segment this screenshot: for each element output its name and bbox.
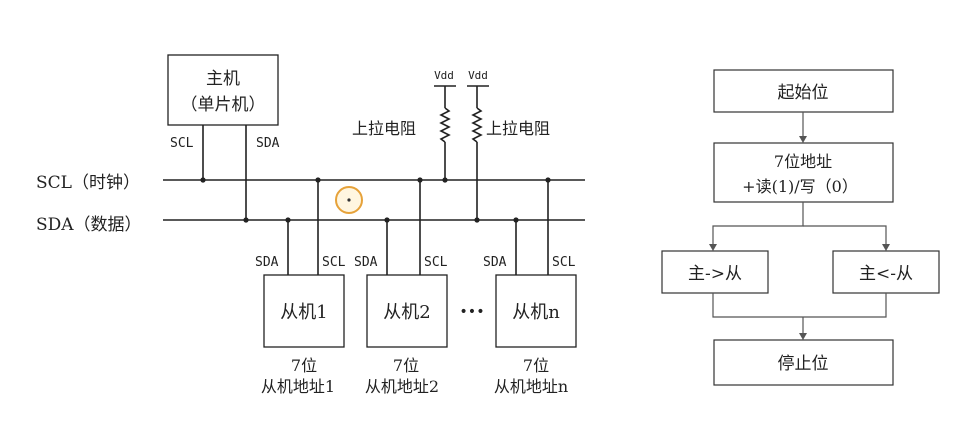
flow-start-label: 起始位	[778, 83, 829, 103]
slave-name: 从机1	[280, 302, 327, 323]
slave-addr-name: 从机地址1	[261, 377, 335, 396]
slave-box	[263, 274, 345, 348]
cursor-dot	[347, 198, 351, 202]
resistor-icon	[439, 107, 451, 143]
sda-bus-label: SDA（数据）	[36, 215, 142, 235]
pullup-2: Vdd 上拉电阻	[467, 69, 550, 223]
master-scl-pin: SCL	[170, 136, 194, 151]
ellipsis: •••	[459, 304, 484, 320]
flow-arrow-left	[712, 202, 804, 246]
junction-dot	[442, 177, 448, 183]
flow-master-to-slave-box	[661, 250, 769, 294]
pullup-label: 上拉电阻	[352, 119, 416, 138]
master-title: 主机	[206, 69, 240, 89]
junction-dot	[200, 177, 206, 183]
slave-scl-pin: SCL	[424, 255, 448, 270]
slave-scl-pin: SCL	[552, 255, 576, 270]
vdd-label: Vdd	[468, 69, 488, 82]
junction-dot	[285, 217, 291, 223]
flow-address-line1: 7位地址	[774, 152, 832, 171]
slave-sda-pin: SDA	[354, 255, 378, 270]
junction-dot	[545, 177, 551, 183]
slave-name: 从机n	[512, 302, 560, 323]
scl-bus-label: SCL（时钟）	[36, 173, 140, 193]
master-box	[167, 54, 279, 126]
slave-addr-name: 从机地址n	[494, 377, 568, 396]
flow-address-line2: +读(1)/写（0）	[742, 177, 858, 196]
flow-master-to-slave-label: 主->从	[688, 264, 742, 284]
flow-slave-to-master-label: 主<-从	[859, 264, 913, 284]
slave-addr-name: 从机地址2	[365, 377, 439, 396]
slave-sda-pin: SDA	[255, 255, 279, 270]
flow-arrow-right	[803, 225, 887, 246]
slave-box	[495, 274, 577, 348]
slave-addr-bits: 7位	[523, 356, 549, 375]
flow-start-box	[713, 69, 894, 113]
slave-box	[366, 274, 448, 348]
slave-n: SDA SCL 从机n 7位 从机地址n	[483, 177, 577, 396]
flow-merge-line	[712, 293, 887, 318]
junction-dot	[315, 177, 321, 183]
flow-slave-to-master-box	[832, 250, 940, 294]
pullup-label: 上拉电阻	[486, 119, 550, 138]
pullup-1: Vdd 上拉电阻	[352, 69, 456, 183]
junction-dot	[243, 217, 249, 223]
junction-dot	[474, 217, 480, 223]
vdd-label: Vdd	[434, 69, 454, 82]
arrow-head-icon	[799, 136, 807, 143]
flowchart: 起始位 7位地址 +读(1)/写（0） 主->从 主<-从 停止位	[661, 69, 940, 386]
slave-scl-pin: SCL	[322, 255, 346, 270]
slave-1: SDA SCL 从机1 7位 从机地址1	[255, 177, 346, 396]
arrow-head-icon	[882, 244, 890, 251]
junction-dot	[417, 177, 423, 183]
arrow-head-icon	[709, 244, 717, 251]
resistor-icon	[471, 107, 483, 143]
flow-stop-label: 停止位	[778, 354, 829, 374]
master-sda-pin: SDA	[256, 136, 280, 151]
master-subtitle: （单片机）	[181, 95, 266, 115]
cursor-highlight	[335, 186, 363, 214]
junction-dot	[384, 217, 390, 223]
slave-addr-bits: 7位	[393, 356, 419, 375]
slave-addr-bits: 7位	[291, 356, 317, 375]
flow-stop-box	[713, 339, 894, 386]
junction-dot	[513, 217, 519, 223]
arrow-head-icon	[799, 333, 807, 340]
slave-sda-pin: SDA	[483, 255, 507, 270]
slave-2: SDA SCL 从机2 7位 从机地址2	[354, 177, 448, 396]
slave-name: 从机2	[383, 302, 430, 323]
